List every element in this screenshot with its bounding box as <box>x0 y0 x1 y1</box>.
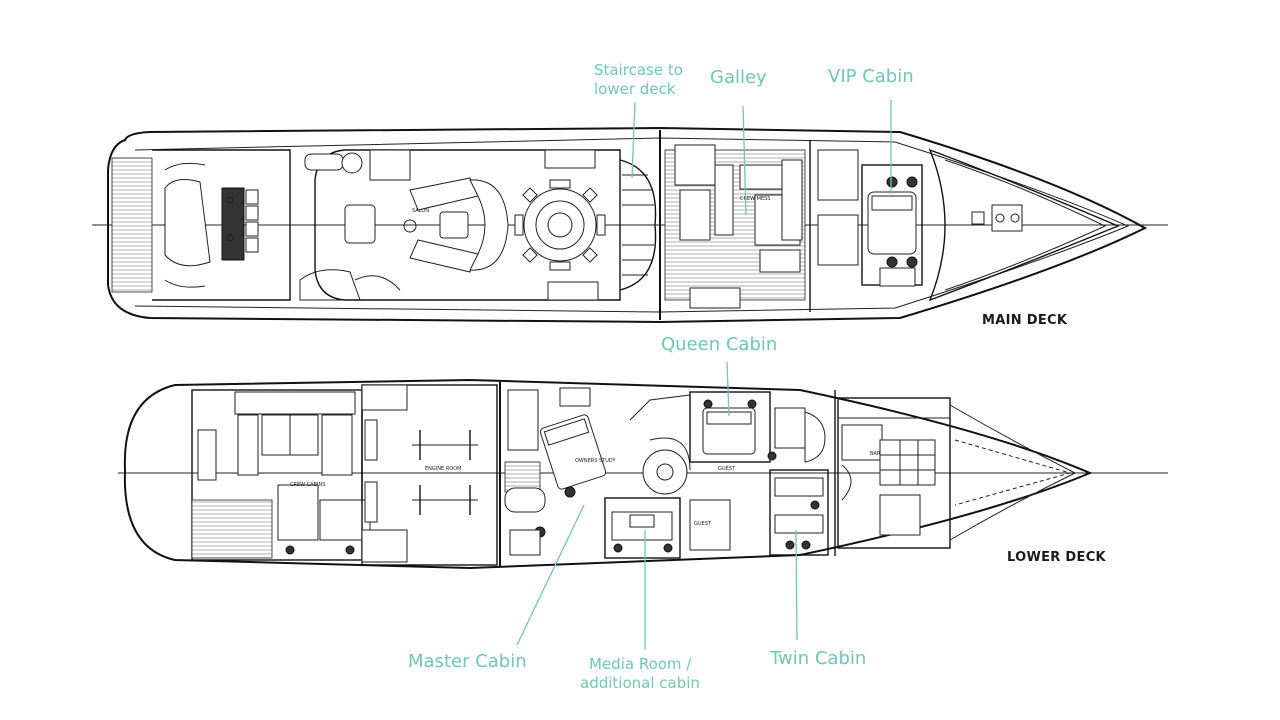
twin-cabin-callout: Twin Cabin <box>769 648 866 669</box>
staircase-callout-line1: Staircase to <box>594 61 683 79</box>
galley-zone: CREW MESS <box>664 144 806 309</box>
vip-cabin-callout: VIP Cabin <box>828 66 914 87</box>
lower-deck-plan: CREW CABINS ENGINE ROOM OWNERS <box>118 378 1168 570</box>
callouts: Staircase to lower deck Galley VIP Cabin… <box>408 61 914 692</box>
staircase-callout-line2: lower deck <box>594 80 676 98</box>
owners-study-label: OWNERS STUDY <box>575 458 616 464</box>
salon-label: SALON <box>412 208 429 214</box>
master-cabin-leader <box>516 504 585 646</box>
main-deck-hull <box>107 126 1148 324</box>
twin-cabin-leader <box>795 529 798 641</box>
guest-accommodation: OWNERS STUDY GUEST G <box>504 387 829 559</box>
lower-deck-label: LOWER DECK <box>1007 550 1107 565</box>
main-staircase <box>619 159 657 291</box>
staircase-leader <box>631 101 636 179</box>
master-cabin-callout: Master Cabin <box>408 651 527 672</box>
crew-area: CREW CABINS <box>191 389 371 561</box>
guest-2-label: GUEST <box>718 466 736 472</box>
queen-cabin-leader <box>726 361 730 417</box>
crew-cabins-label: CREW CABINS <box>290 482 325 488</box>
guest-1-label: GUEST <box>694 521 712 527</box>
salon-sofa-lower <box>409 239 479 273</box>
foredeck <box>928 148 1120 302</box>
media-room-callout-line2: additional cabin <box>580 674 700 692</box>
galley-leader <box>742 105 747 216</box>
queen-cabin-callout: Queen Cabin <box>661 334 777 355</box>
galley-callout: Galley <box>710 67 767 88</box>
aft-deck-teak <box>111 157 153 293</box>
bar-label: BAR <box>870 451 881 457</box>
salon-sofa-upper <box>409 177 479 211</box>
engine-room-label: ENGINE ROOM <box>425 466 461 472</box>
vip-cabin-plan <box>817 149 923 287</box>
main-deck-label: MAIN DECK <box>982 313 1068 328</box>
engine-room: ENGINE ROOM <box>361 384 498 566</box>
forward-area: BAR <box>837 397 1077 549</box>
crew-mess-label: CREW MESS <box>740 196 770 202</box>
media-room-callout-line1: Media Room / <box>589 655 692 673</box>
main-deck-plan: SALON <box>92 126 1168 328</box>
dining-table <box>514 179 606 271</box>
